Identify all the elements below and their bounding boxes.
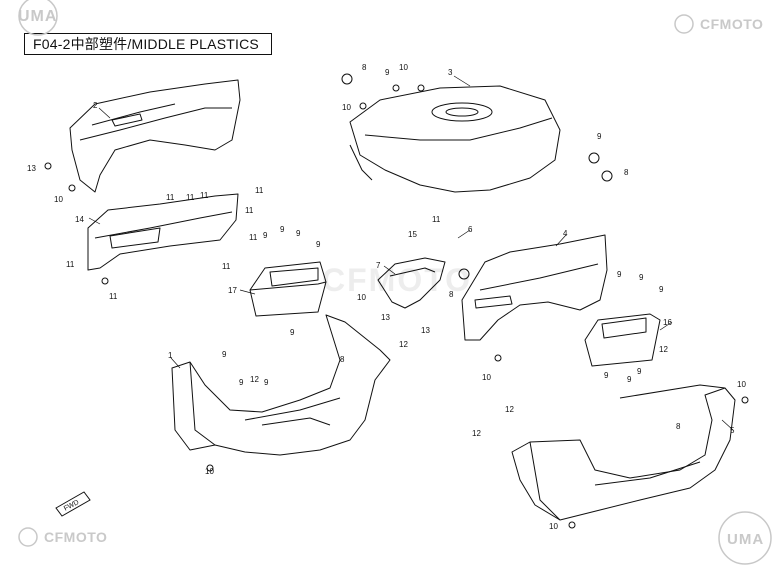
callout-11b: 11: [186, 193, 195, 202]
callout-9c: 9: [263, 231, 268, 240]
uma-emblem-icon: [718, 511, 772, 565]
callout-11j: 11: [432, 215, 441, 224]
leader-lines: [88, 75, 734, 431]
callout-9o: 9: [627, 375, 632, 384]
callout-10c: 10: [54, 195, 63, 204]
callout-9k: 9: [617, 270, 622, 279]
nut-icon: [601, 170, 613, 182]
nut-icon: [568, 521, 576, 529]
callout-8c: 8: [449, 290, 454, 299]
logo-emblems: [18, 0, 772, 565]
callout-8a: 8: [362, 63, 367, 72]
callout-9i: 9: [239, 378, 244, 387]
fwd-arrow-icon: FWD: [55, 491, 91, 517]
part-17-left-footrest-cover: [249, 261, 327, 317]
callout-10d: 10: [357, 293, 366, 302]
nut-icon: [417, 84, 425, 92]
part-4-right-front-fender: [461, 234, 608, 341]
callout-9n: 9: [604, 371, 609, 380]
callout-10b: 10: [342, 103, 351, 112]
nut-icon: [588, 152, 600, 164]
part-5-right-footwell: [511, 384, 736, 521]
callout-17: 17: [228, 286, 237, 295]
callout-12d: 12: [659, 345, 668, 354]
callout-9l: 9: [639, 273, 644, 282]
callout-9a: 9: [385, 68, 390, 77]
callout-10g: 10: [737, 380, 746, 389]
callout-10a: 10: [399, 63, 408, 72]
callout-11d: 11: [255, 186, 264, 195]
callout-12b: 12: [399, 340, 408, 349]
callout-12e: 12: [472, 429, 481, 438]
nut-icon: [359, 102, 367, 110]
callout-9f: 9: [316, 240, 321, 249]
callout-9m: 9: [659, 285, 664, 294]
callout-13a: 13: [27, 164, 36, 173]
callout-9d: 9: [280, 225, 285, 234]
callout-11c: 11: [200, 191, 209, 200]
callout-16: 16: [663, 318, 672, 327]
callouts: 1 2 3 4 5 6 7 8 8 8 8 8 9 9 9 9 9 9 9 9 …: [27, 63, 746, 531]
uma-logo-bottom-right: UMA: [727, 531, 765, 548]
callout-13c: 13: [421, 326, 430, 335]
callout-5: 5: [730, 426, 735, 435]
uma-logo-top-left: UMA: [18, 8, 58, 25]
callout-15: 15: [408, 230, 417, 239]
nut-icon: [206, 464, 214, 472]
nut-icon: [494, 354, 502, 362]
callout-1: 1: [168, 351, 173, 360]
cfmoto-logo-bottom-left: CFMOTO: [44, 529, 108, 545]
part-16-right-footrest-cover: [584, 313, 661, 367]
cfmoto-emblem-icon: [18, 527, 38, 547]
callout-9b: 9: [597, 132, 602, 141]
watermark: CFMOTO: [322, 262, 473, 298]
callout-8d: 8: [340, 355, 345, 364]
part-2-left-front-fender: [69, 79, 241, 193]
part-14-left-inner-panel: [87, 193, 239, 271]
nut-icon: [101, 277, 109, 285]
nut-icon: [392, 84, 400, 92]
callout-11a: 11: [166, 193, 175, 202]
diagram-title: F04-2中部塑件/MIDDLE PLASTICS: [24, 33, 272, 55]
callout-6: 6: [468, 225, 473, 234]
cfmoto-emblem-icon: [674, 14, 694, 34]
callout-8e: 8: [676, 422, 681, 431]
callout-9e: 9: [296, 229, 301, 238]
nut-icon: [68, 184, 76, 192]
uma-emblem-icon: [18, 0, 58, 36]
callout-9g: 9: [290, 328, 295, 337]
callout-12c: 12: [505, 405, 514, 414]
part-1-left-footwell: [171, 314, 391, 456]
nut-icon: [44, 162, 52, 170]
callout-11f: 11: [249, 233, 258, 242]
callout-11e: 11: [245, 206, 254, 215]
callout-7: 7: [376, 261, 381, 270]
callout-11g: 11: [66, 260, 75, 269]
callout-3: 3: [448, 68, 453, 77]
callout-4: 4: [563, 229, 568, 238]
callout-10h: 10: [549, 522, 558, 531]
callout-14: 14: [75, 215, 84, 224]
nut-icon: [741, 396, 749, 404]
callout-11i: 11: [109, 292, 118, 301]
cfmoto-logo-top-right: CFMOTO: [700, 16, 764, 32]
callout-8b: 8: [624, 168, 629, 177]
callout-10e: 10: [482, 373, 491, 382]
callout-12a: 12: [250, 375, 259, 384]
callout-10f: 10: [205, 467, 214, 476]
part-3-center-tank-cover: [349, 85, 561, 193]
fasteners: [44, 73, 749, 529]
callout-9p: 9: [637, 367, 642, 376]
nut-icon: [458, 268, 470, 280]
nut-icon: [341, 73, 353, 85]
callout-9h: 9: [222, 350, 227, 359]
callout-2: 2: [93, 101, 98, 110]
part-7-center-panel: [377, 257, 446, 309]
callout-11h: 11: [222, 262, 231, 271]
callout-13b: 13: [381, 313, 390, 322]
callout-9j: 9: [264, 378, 269, 387]
